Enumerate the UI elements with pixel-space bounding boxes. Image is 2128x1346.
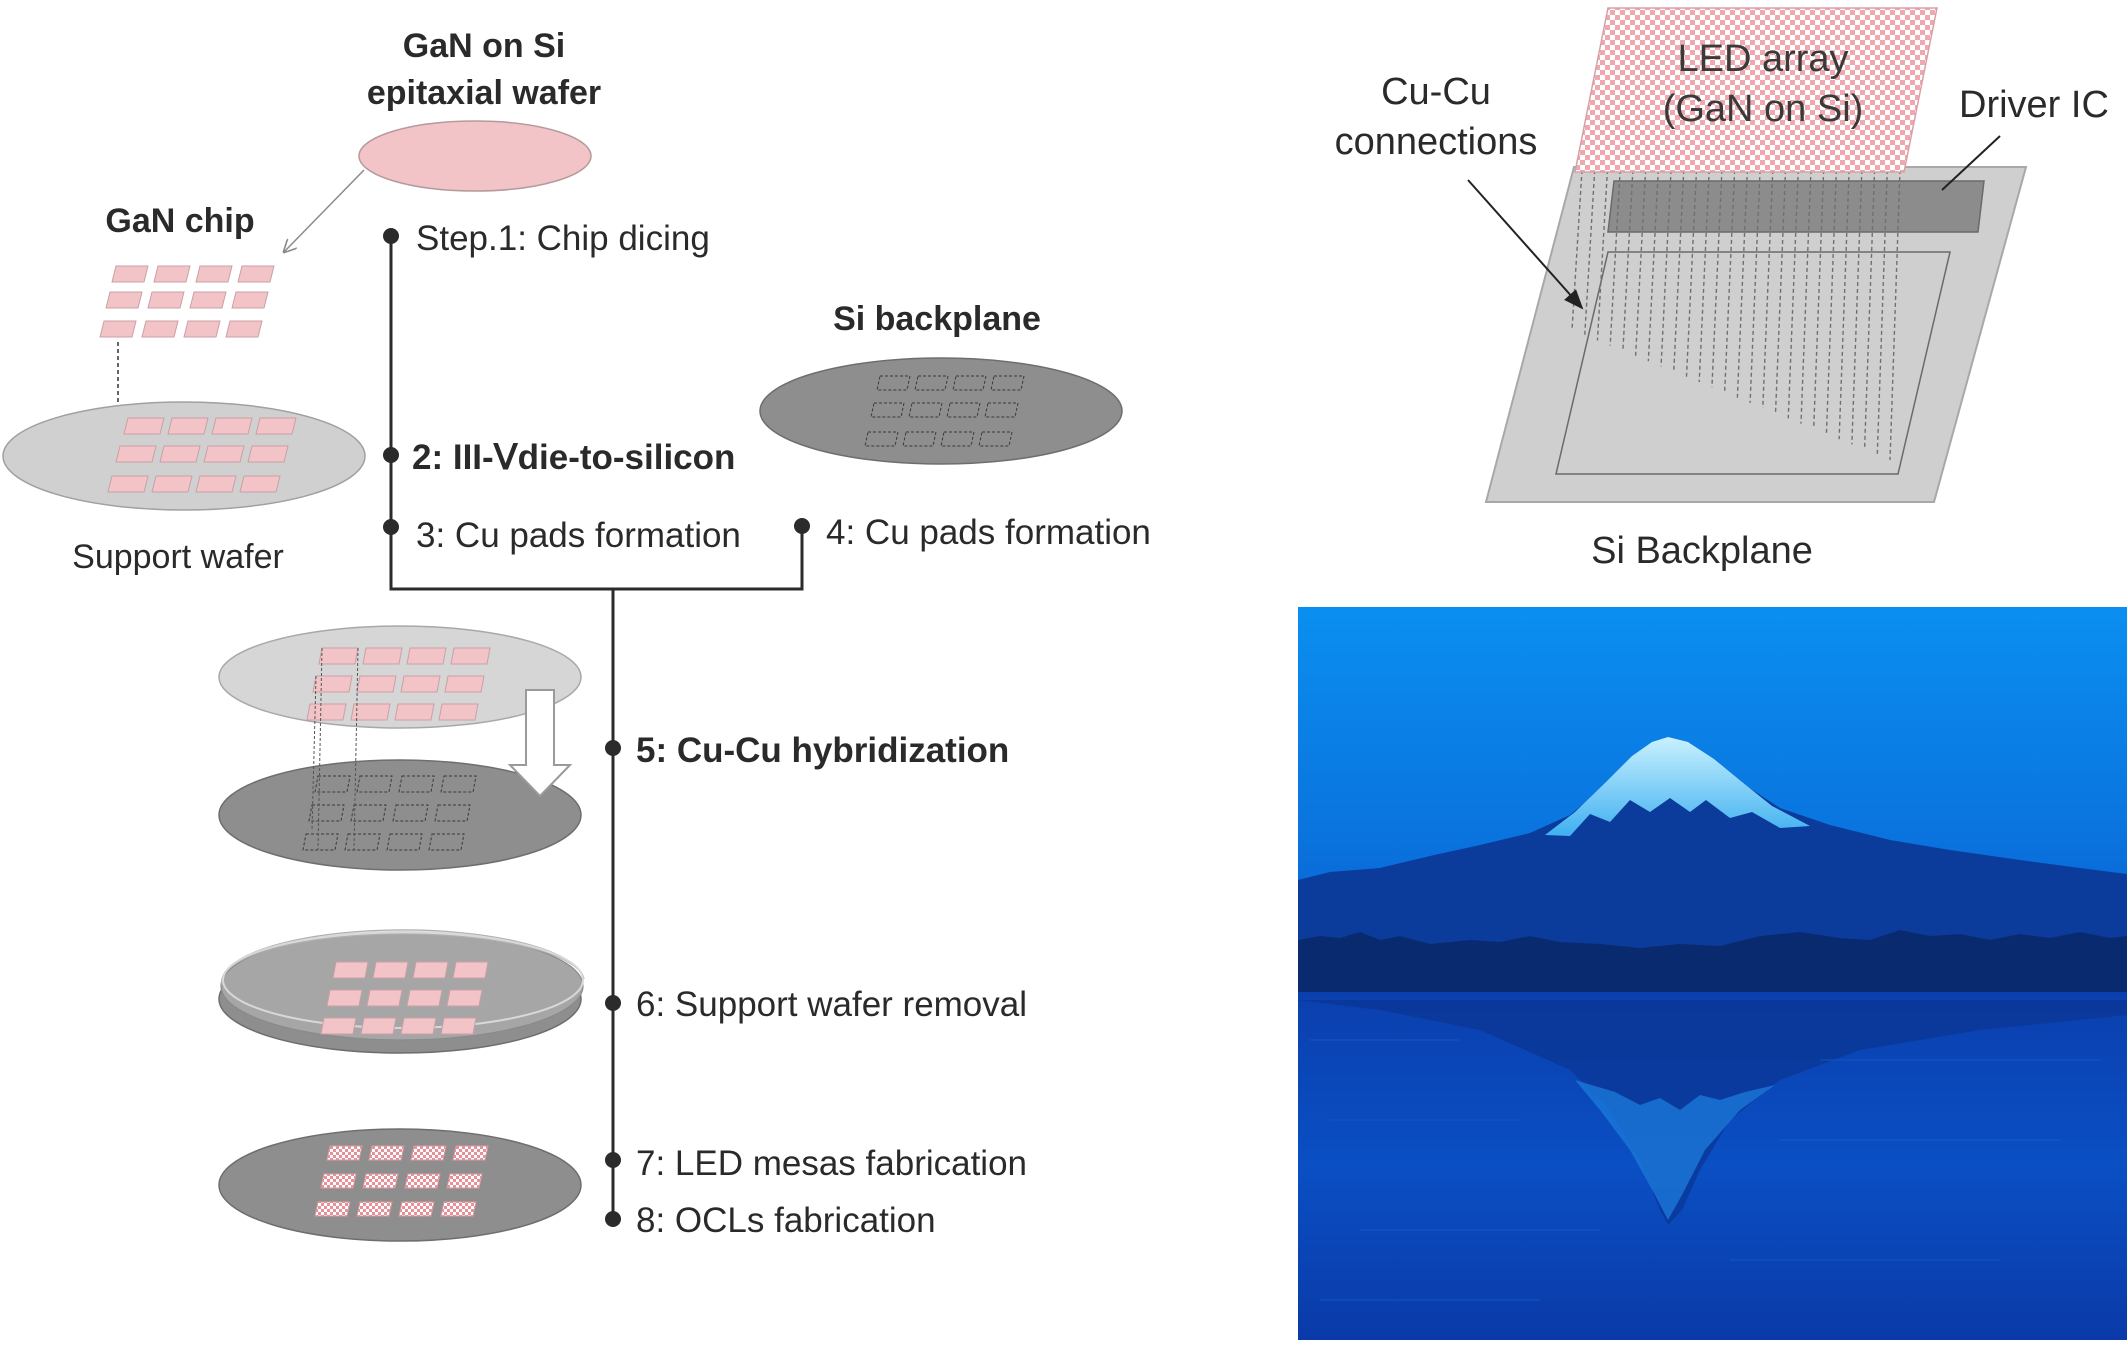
cu-connection-line <box>1673 169 1685 372</box>
cu-connection-line <box>1698 169 1710 383</box>
driver-ic <box>1607 180 1985 233</box>
cu-connection-line <box>1889 169 1901 461</box>
flipped-support-wafer <box>218 625 582 729</box>
driver-ic-label: Driver IC <box>1959 84 2109 126</box>
photo-treeline <box>1298 930 2127 996</box>
si-backplane-title: Si backplane <box>833 300 1041 338</box>
gan-chip-label: GaN chip <box>105 202 254 240</box>
led-array-label-line1: LED array <box>1677 38 1848 80</box>
si-backplane-dashed-sites <box>864 375 1025 447</box>
cu-connection-line <box>1838 169 1850 440</box>
process-flow: GaN on Si epitaxial wafer GaN chip <box>2 27 1151 1242</box>
wafer-to-chip-arrow <box>284 169 365 252</box>
epitaxial-wafer <box>358 120 592 192</box>
step-6: 6: Support wafer removal <box>636 985 1027 1024</box>
cu-connection-line <box>1762 169 1774 409</box>
photo-ripples <box>1310 1039 2100 1301</box>
led-array-slab <box>1574 7 1938 173</box>
active-area-outline <box>1555 251 1951 475</box>
gan-chip-grid <box>99 265 275 338</box>
support-wafer-label: Support wafer <box>72 538 284 576</box>
hybridization-illustration <box>218 625 582 871</box>
step-4: 4: Cu pads formation <box>826 513 1151 552</box>
support-removal-illustration <box>218 929 585 1054</box>
cu-connection-line <box>1876 169 1888 455</box>
flow-nodes <box>383 228 810 1227</box>
cu-cu-pointer <box>1467 179 1584 310</box>
wafer-title-line2: epitaxial wafer <box>367 74 601 112</box>
step-2: 2: III-Ⅴdie-to-silicon <box>412 438 735 477</box>
cu-connection-line <box>1812 169 1825 429</box>
bonding-down-arrow <box>507 689 573 798</box>
wafer-title-line1: GaN on Si <box>403 27 565 65</box>
si-backplane-caption: Si Backplane <box>1591 530 1813 572</box>
cu-cu-connection-lines <box>1571 169 1901 461</box>
step-5: 5: Cu-Cu hybridization <box>636 731 1009 770</box>
flow-lines <box>389 236 804 1222</box>
cu-connection-line <box>1596 169 1609 341</box>
cu-connection-line <box>1609 169 1621 346</box>
cu-cu-label-line2: connections <box>1335 121 1538 163</box>
cu-connection-line <box>1660 169 1672 367</box>
step-1: Step.1: Chip dicing <box>416 219 710 258</box>
cu-cu-label-line1: Cu-Cu <box>1381 71 1491 113</box>
step-3: 3: Cu pads formation <box>416 516 741 555</box>
cu-connection-line <box>1851 169 1863 445</box>
cu-connection-line <box>1736 169 1749 398</box>
photo-snowcap <box>1545 737 1810 836</box>
cu-connection-line <box>1622 169 1634 351</box>
led-array-label-line2: (GaN on Si) <box>1663 88 1864 130</box>
cu-connection-line <box>1825 169 1838 435</box>
cu-connection-line <box>1774 169 1787 414</box>
cu-connection-line <box>1647 169 1660 362</box>
step-8: 8: OCLs fabrication <box>636 1201 936 1240</box>
cu-connection-line <box>1711 169 1723 388</box>
photo-reflection-snow <box>1575 1080 1775 1220</box>
driver-ic-pointer <box>1941 135 2001 191</box>
cu-connection-line <box>1634 169 1647 357</box>
support-wafer-chips <box>107 417 297 493</box>
cu-connection-line <box>1749 169 1761 403</box>
si-backplane-wafer <box>759 357 1123 465</box>
cu-connection-line <box>1723 169 1736 393</box>
cu-connection-line <box>1863 169 1876 450</box>
photo-mountain <box>1298 738 2127 996</box>
display-photo <box>1298 607 2127 1340</box>
step-7: 7: LED mesas fabrication <box>636 1144 1027 1183</box>
step-2-number: 2 <box>412 438 431 477</box>
led-mesa-illustration <box>218 1128 582 1242</box>
stack-diagram: LED array (GaN on Si) Driver IC Cu-Cu co… <box>1335 7 2109 572</box>
cu-connection-line <box>1800 169 1812 424</box>
target-backplane-wafer <box>218 759 582 871</box>
step-2-text: : III-Ⅴdie-to-silicon <box>431 438 735 477</box>
